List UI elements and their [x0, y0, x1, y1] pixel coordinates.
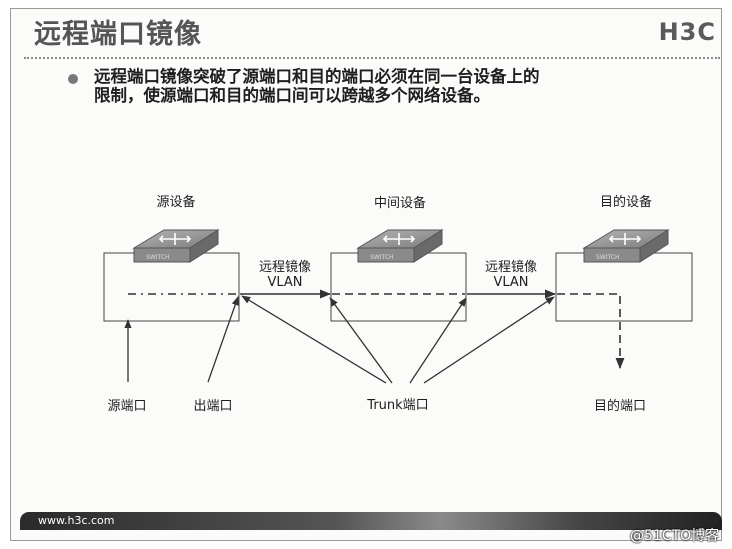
bullet-icon [68, 74, 78, 84]
remote-vlan-2-line2: VLAN [493, 275, 529, 290]
source-port-label: 源端口 [107, 399, 147, 414]
slide [10, 8, 722, 541]
remote-vlan-1-line2: VLAN [267, 275, 303, 290]
middle-device-box [330, 252, 467, 322]
trunk-port-label: Trunk端口 [367, 398, 429, 413]
source-device-box [103, 252, 240, 322]
page-title: 远程端口镜像 [34, 19, 202, 50]
destination-device-box [555, 252, 693, 322]
trunk-arrow-1 [241, 295, 387, 384]
destination-switch-text: SWITCH [596, 254, 620, 261]
middle-switch-text: SWITCH [370, 254, 394, 261]
footer-bar [20, 512, 722, 530]
h3c-logo: H3C [658, 18, 716, 46]
watermark: @51CTO博客 [630, 528, 720, 544]
title-divider [24, 57, 720, 59]
trunk-arrow-2 [329, 297, 393, 384]
footer-url: www.h3c.com [38, 514, 115, 527]
source-switch-text: SWITCH [146, 254, 170, 261]
mirror-path-destination [557, 293, 625, 370]
trunk-arrow-4 [423, 296, 555, 384]
remote-vlan-1-line1: 远程镜像 [258, 260, 312, 275]
egress-port-arrow [207, 296, 239, 383]
remote-vlan-label-1: 远程镜像 VLAN [259, 260, 311, 290]
egress-port-label: 出端口 [193, 399, 233, 414]
destination-port-label: 目的端口 [593, 399, 647, 414]
remote-vlan-2-line1: 远程镜像 [484, 260, 538, 275]
bullet-line-2: 限制，使源端口和目的端口间可以跨越多个网络设备。 [94, 86, 490, 105]
destination-switch-icon: SWITCH [582, 229, 670, 263]
source-switch-icon: SWITCH [132, 229, 220, 263]
middle-switch-icon: SWITCH [356, 229, 444, 263]
bullet-text: 远程端口镜像突破了源端口和目的端口必须在同一台设备上的 限制，使源端口和目的端口… [94, 67, 654, 105]
trunk-arrow-3 [409, 297, 467, 384]
source-device-label: 源设备 [156, 195, 196, 210]
bullet-line-1: 远程端口镜像突破了源端口和目的端口必须在同一台设备上的 [94, 67, 540, 86]
destination-device-label: 目的设备 [599, 195, 653, 210]
middle-device-label: 中间设备 [373, 196, 427, 211]
remote-vlan-label-2: 远程镜像 VLAN [485, 260, 537, 290]
